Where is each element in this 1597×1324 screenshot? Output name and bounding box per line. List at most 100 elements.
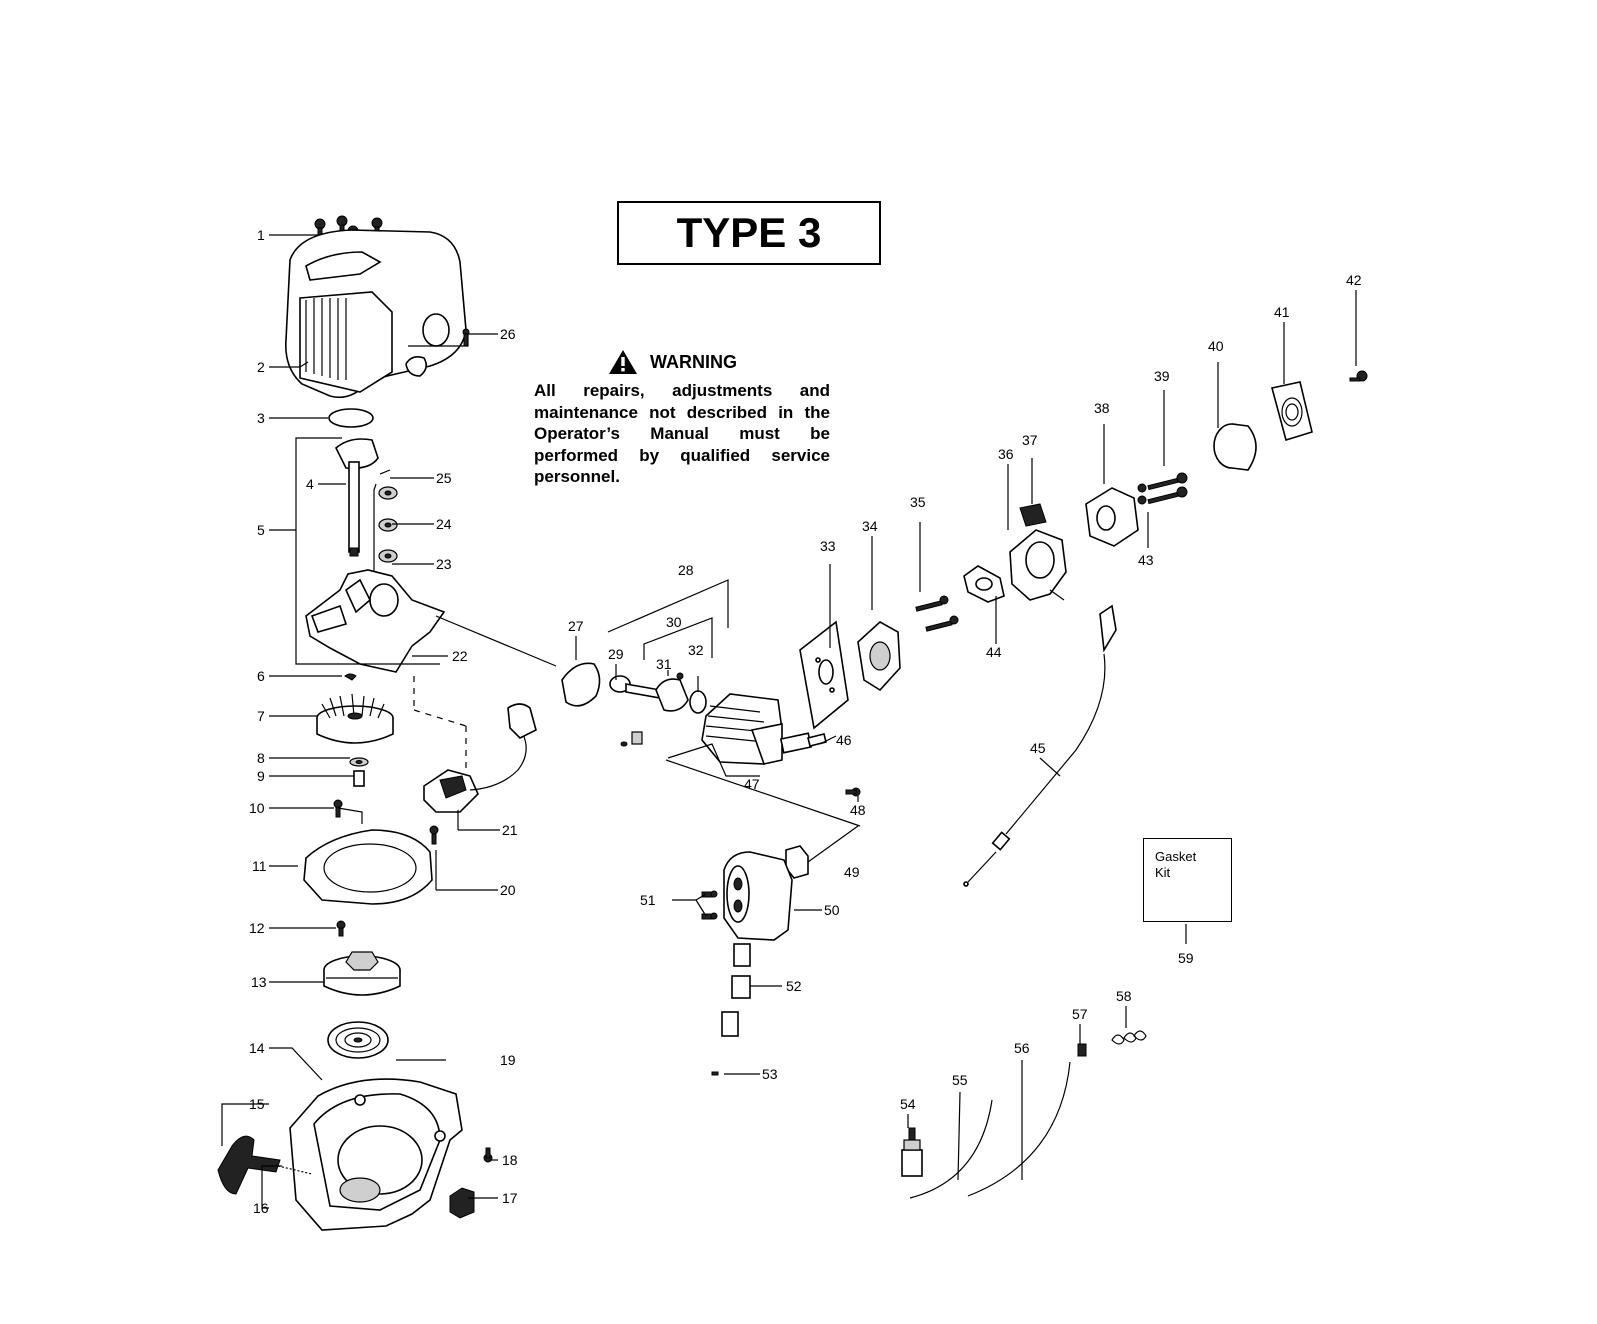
fuel-line-56 xyxy=(967,1061,1071,1197)
washer-8 xyxy=(349,757,369,767)
warning-heading: WARNING xyxy=(650,351,737,372)
callout-15: 15 xyxy=(249,1096,265,1112)
callout-20: 20 xyxy=(500,882,516,898)
page-title: TYPE 3 xyxy=(676,209,822,256)
leader-lines xyxy=(221,234,1357,1209)
piston-ring xyxy=(689,690,707,714)
intake-adapter xyxy=(857,621,901,692)
callout-29: 29 xyxy=(608,646,624,662)
callout-47: 47 xyxy=(744,776,760,792)
callout-52: 52 xyxy=(786,978,802,994)
callout-46: 46 xyxy=(836,732,852,748)
intake-plate xyxy=(799,620,849,730)
callout-17: 17 xyxy=(502,1190,518,1206)
air-filter-element xyxy=(1213,423,1257,471)
bearing-24 xyxy=(378,518,398,532)
spark-plug xyxy=(779,732,827,754)
callout-13: 13 xyxy=(251,974,267,990)
piston xyxy=(655,672,689,712)
screw-48 xyxy=(845,787,861,797)
cylinder xyxy=(701,693,783,765)
callout-23: 23 xyxy=(436,556,452,572)
gasket-plate xyxy=(303,829,433,905)
muffler xyxy=(723,851,793,941)
wrist-pin-parts xyxy=(620,731,643,747)
callout-12: 12 xyxy=(249,920,265,936)
warning-heading-row: WARNING xyxy=(608,348,737,376)
callout-57: 57 xyxy=(1072,1006,1088,1022)
callout-30: 30 xyxy=(666,614,682,630)
callout-24: 24 xyxy=(436,516,452,532)
fuel-filter xyxy=(901,1127,923,1177)
callout-38: 38 xyxy=(1094,400,1110,416)
callout-28: 28 xyxy=(678,562,694,578)
callout-53: 53 xyxy=(762,1066,778,1082)
muffler-screws xyxy=(701,890,718,920)
flywheel xyxy=(316,693,394,744)
callout-9: 9 xyxy=(257,768,265,784)
callout-34: 34 xyxy=(862,518,878,534)
crankcase xyxy=(305,569,446,673)
callout-54: 54 xyxy=(900,1096,916,1112)
carburetor xyxy=(1009,503,1067,601)
air-filter-cover xyxy=(1271,381,1313,442)
callout-18: 18 xyxy=(502,1152,518,1168)
callout-41: 41 xyxy=(1274,304,1290,320)
callout-11: 11 xyxy=(252,858,267,874)
screw-53 xyxy=(711,1071,719,1076)
screw-20 xyxy=(429,825,439,845)
callout-10: 10 xyxy=(249,800,265,816)
callout-58: 58 xyxy=(1116,988,1132,1004)
callout-27: 27 xyxy=(568,618,584,634)
callout-51: 51 xyxy=(640,892,656,908)
callout-36: 36 xyxy=(998,446,1014,462)
callout-55: 55 xyxy=(952,1072,968,1088)
callout-5: 5 xyxy=(257,522,265,538)
carb-gasket xyxy=(963,565,1005,603)
nut-9 xyxy=(353,770,365,787)
callout-39: 39 xyxy=(1154,368,1170,384)
callout-7: 7 xyxy=(257,708,265,724)
carb-screws xyxy=(915,595,959,632)
callout-8: 8 xyxy=(257,750,265,766)
bearing-23 xyxy=(378,549,398,563)
callout-21: 21 xyxy=(502,822,518,838)
air-filter-base xyxy=(1085,487,1139,547)
callout-37: 37 xyxy=(1022,432,1038,448)
callout-3: 3 xyxy=(257,410,265,426)
ignition-module xyxy=(423,703,537,813)
callout-6: 6 xyxy=(257,668,265,684)
callout-2: 2 xyxy=(257,359,265,375)
callout-4: 4 xyxy=(306,476,314,492)
callout-42: 42 xyxy=(1346,272,1362,288)
callout-48: 48 xyxy=(850,802,866,818)
warning-triangle-icon xyxy=(609,350,637,374)
callout-25: 25 xyxy=(436,470,452,486)
callout-26: 26 xyxy=(500,326,516,342)
callout-44: 44 xyxy=(986,644,1002,660)
callout-numbers: 1 2 3 4 5 6 7 8 9 10 11 12 13 14 15 16 1… xyxy=(249,227,1362,1216)
gasket-3 xyxy=(328,408,374,428)
starter-pulley xyxy=(323,951,401,996)
callout-31: 31 xyxy=(656,656,672,672)
type-title-box: TYPE 3 xyxy=(617,201,881,265)
callout-16: 16 xyxy=(253,1200,269,1216)
gasket-kit-label-line1: Gasket xyxy=(1155,849,1197,864)
fuel-clamps xyxy=(1111,1030,1147,1045)
spark-arrestor xyxy=(721,943,751,1037)
gasket-kit-label-line2: Kit xyxy=(1155,865,1171,880)
grommet-17 xyxy=(449,1187,475,1219)
air-filter-bolts xyxy=(1137,472,1188,505)
callout-22: 22 xyxy=(452,648,468,664)
callout-40: 40 xyxy=(1208,338,1224,354)
callout-32: 32 xyxy=(688,642,704,658)
throttle-cable xyxy=(963,604,1117,887)
callout-35: 35 xyxy=(910,494,926,510)
callout-45: 45 xyxy=(1030,740,1046,756)
gasket-kit-box: Gasket Kit xyxy=(1143,838,1232,922)
callout-19: 19 xyxy=(500,1052,516,1068)
starter-housing xyxy=(289,1078,463,1231)
filter-cover-knob xyxy=(1349,370,1368,382)
